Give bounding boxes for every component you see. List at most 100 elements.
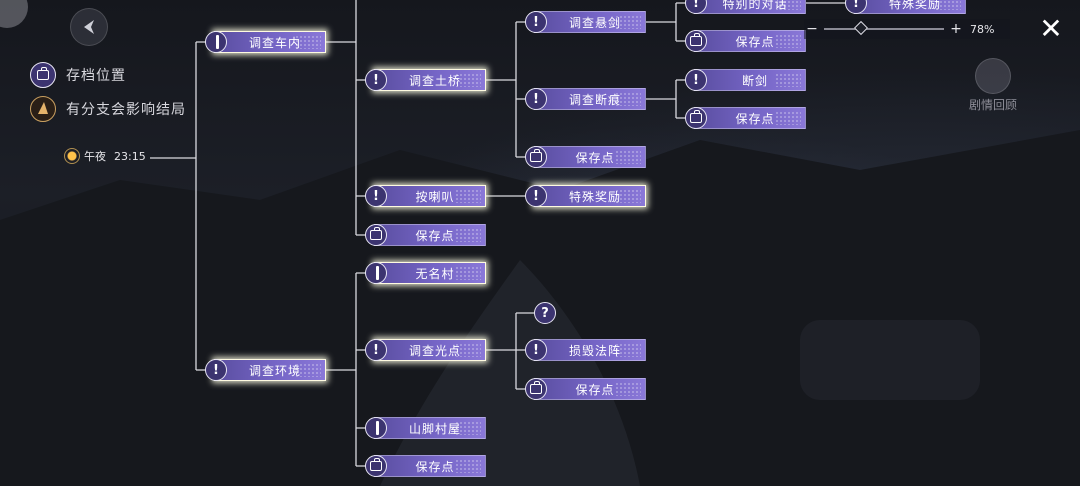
save-point-icon bbox=[685, 30, 707, 52]
story-node-light[interactable]: ! 调查光点 bbox=[365, 339, 486, 361]
legend-branch: 有分支会影响结局 bbox=[30, 96, 186, 122]
node-label: 无名村 bbox=[415, 266, 455, 281]
info-icon: ! bbox=[365, 185, 387, 207]
dot-pattern bbox=[775, 34, 801, 48]
back-arrow-icon bbox=[84, 20, 94, 34]
save-point-icon bbox=[30, 62, 56, 88]
close-button[interactable]: ✕ bbox=[1039, 12, 1063, 45]
story-node-hut[interactable]: 山脚村屋 bbox=[365, 417, 486, 439]
story-node-bridge[interactable]: ! 调查土桥 bbox=[365, 69, 486, 91]
story-node-reward-b[interactable]: ! 特殊奖励 bbox=[845, 0, 966, 14]
chapter-marker-icon bbox=[365, 262, 387, 284]
dot-pattern bbox=[615, 15, 641, 29]
legend-save-label: 存档位置 bbox=[66, 68, 126, 84]
node-label: 保存点 bbox=[415, 228, 455, 243]
save-point-icon bbox=[685, 107, 707, 129]
chapter-marker-icon bbox=[365, 417, 387, 439]
story-node-save-a[interactable]: 保存点 bbox=[365, 224, 486, 246]
story-node-unknown[interactable]: ? bbox=[534, 302, 556, 324]
info-icon: ! bbox=[525, 185, 547, 207]
info-icon: ! bbox=[365, 339, 387, 361]
time-indicator: 午夜 23:15 bbox=[64, 148, 146, 164]
time-clock: 23:15 bbox=[114, 149, 146, 163]
save-point-icon bbox=[365, 224, 387, 246]
dot-pattern bbox=[295, 363, 321, 377]
node-label: 调查车内 bbox=[248, 35, 301, 50]
node-label: 调查土桥 bbox=[408, 73, 461, 88]
info-icon: ! bbox=[525, 88, 547, 110]
story-node-special-dialog[interactable]: ! 特别的对话 bbox=[685, 0, 806, 14]
legend-save-position: 存档位置 bbox=[30, 62, 126, 88]
dot-pattern bbox=[455, 266, 481, 280]
zoom-out-button[interactable]: − bbox=[806, 21, 818, 37]
zoom-slider[interactable] bbox=[824, 20, 944, 36]
chapter-marker-icon bbox=[205, 31, 227, 53]
story-node-save-c[interactable]: 保存点 bbox=[525, 146, 646, 168]
story-node-save-d[interactable]: 保存点 bbox=[525, 378, 646, 400]
story-node-sword[interactable]: ! 调查悬剑 bbox=[525, 11, 646, 33]
time-period: 午夜 bbox=[84, 150, 106, 163]
dot-pattern bbox=[295, 35, 321, 49]
node-label: 按喇叭 bbox=[415, 189, 455, 204]
story-node-save-b[interactable]: 保存点 bbox=[365, 455, 486, 477]
story-node-env[interactable]: ! 调查环境 bbox=[205, 359, 326, 381]
info-icon: ! bbox=[525, 339, 547, 361]
dot-pattern bbox=[775, 111, 801, 125]
story-node-save-f[interactable]: 保存点 bbox=[685, 107, 806, 129]
save-point-icon bbox=[365, 455, 387, 477]
dot-pattern bbox=[455, 73, 481, 87]
dot-pattern bbox=[615, 92, 641, 106]
node-label: 保存点 bbox=[415, 459, 455, 474]
info-icon: ! bbox=[205, 359, 227, 381]
branch-sail-icon bbox=[30, 96, 56, 122]
sun-icon bbox=[64, 148, 80, 164]
story-node-destroy[interactable]: ! 损毁法阵 bbox=[525, 339, 646, 361]
save-point-icon bbox=[525, 378, 547, 400]
story-node-trace[interactable]: ! 调查断痕 bbox=[525, 88, 646, 110]
node-label: 调查光点 bbox=[408, 343, 461, 358]
node-label: 保存点 bbox=[735, 34, 775, 49]
node-label: 调查环境 bbox=[248, 363, 301, 378]
node-label: 特殊奖励 bbox=[888, 0, 941, 11]
dot-pattern bbox=[615, 189, 641, 203]
story-node-car[interactable]: 调查车内 bbox=[205, 31, 326, 53]
dot-pattern bbox=[935, 0, 961, 10]
zoom-in-button[interactable]: + bbox=[950, 21, 962, 37]
node-label: 断剑 bbox=[741, 73, 768, 88]
dot-pattern bbox=[615, 150, 641, 164]
dot-pattern bbox=[455, 343, 481, 357]
node-label: 保存点 bbox=[575, 150, 615, 165]
dot-pattern bbox=[455, 228, 481, 242]
node-label: 保存点 bbox=[575, 382, 615, 397]
story-node-save-e[interactable]: 保存点 bbox=[685, 30, 806, 52]
dot-pattern bbox=[455, 459, 481, 473]
story-node-broken-sword[interactable]: ! 断剑 bbox=[685, 69, 806, 91]
node-label: 调查断痕 bbox=[568, 92, 621, 107]
dot-pattern bbox=[615, 343, 641, 357]
story-node-village[interactable]: 无名村 bbox=[365, 262, 486, 284]
node-label: 山脚村屋 bbox=[408, 421, 461, 436]
node-label: 保存点 bbox=[735, 111, 775, 126]
node-label: 特殊奖励 bbox=[568, 189, 621, 204]
story-node-horn[interactable]: ! 按喇叭 bbox=[365, 185, 486, 207]
dot-pattern bbox=[775, 73, 801, 87]
node-label: 调查悬剑 bbox=[568, 15, 621, 30]
node-label: 损毁法阵 bbox=[568, 343, 621, 358]
dot-pattern bbox=[455, 189, 481, 203]
info-icon: ! bbox=[525, 11, 547, 33]
zoom-control: − + 78% bbox=[804, 19, 1010, 39]
back-button[interactable] bbox=[70, 8, 108, 46]
story-review-label: 剧情回顾 bbox=[968, 98, 1017, 112]
story-review-icon bbox=[975, 58, 1011, 94]
zoom-slider-thumb[interactable] bbox=[854, 20, 869, 36]
save-point-icon bbox=[525, 146, 547, 168]
node-label: 特别的对话 bbox=[722, 0, 788, 11]
dot-pattern bbox=[455, 421, 481, 435]
story-node-reward-a[interactable]: ! 特殊奖励 bbox=[525, 185, 646, 207]
zoom-percent: 78% bbox=[970, 22, 995, 36]
legend-branch-label: 有分支会影响结局 bbox=[66, 102, 186, 118]
dot-pattern bbox=[775, 0, 801, 10]
story-review-button[interactable]: 剧情回顾 bbox=[958, 58, 1028, 113]
info-icon: ! bbox=[685, 69, 707, 91]
